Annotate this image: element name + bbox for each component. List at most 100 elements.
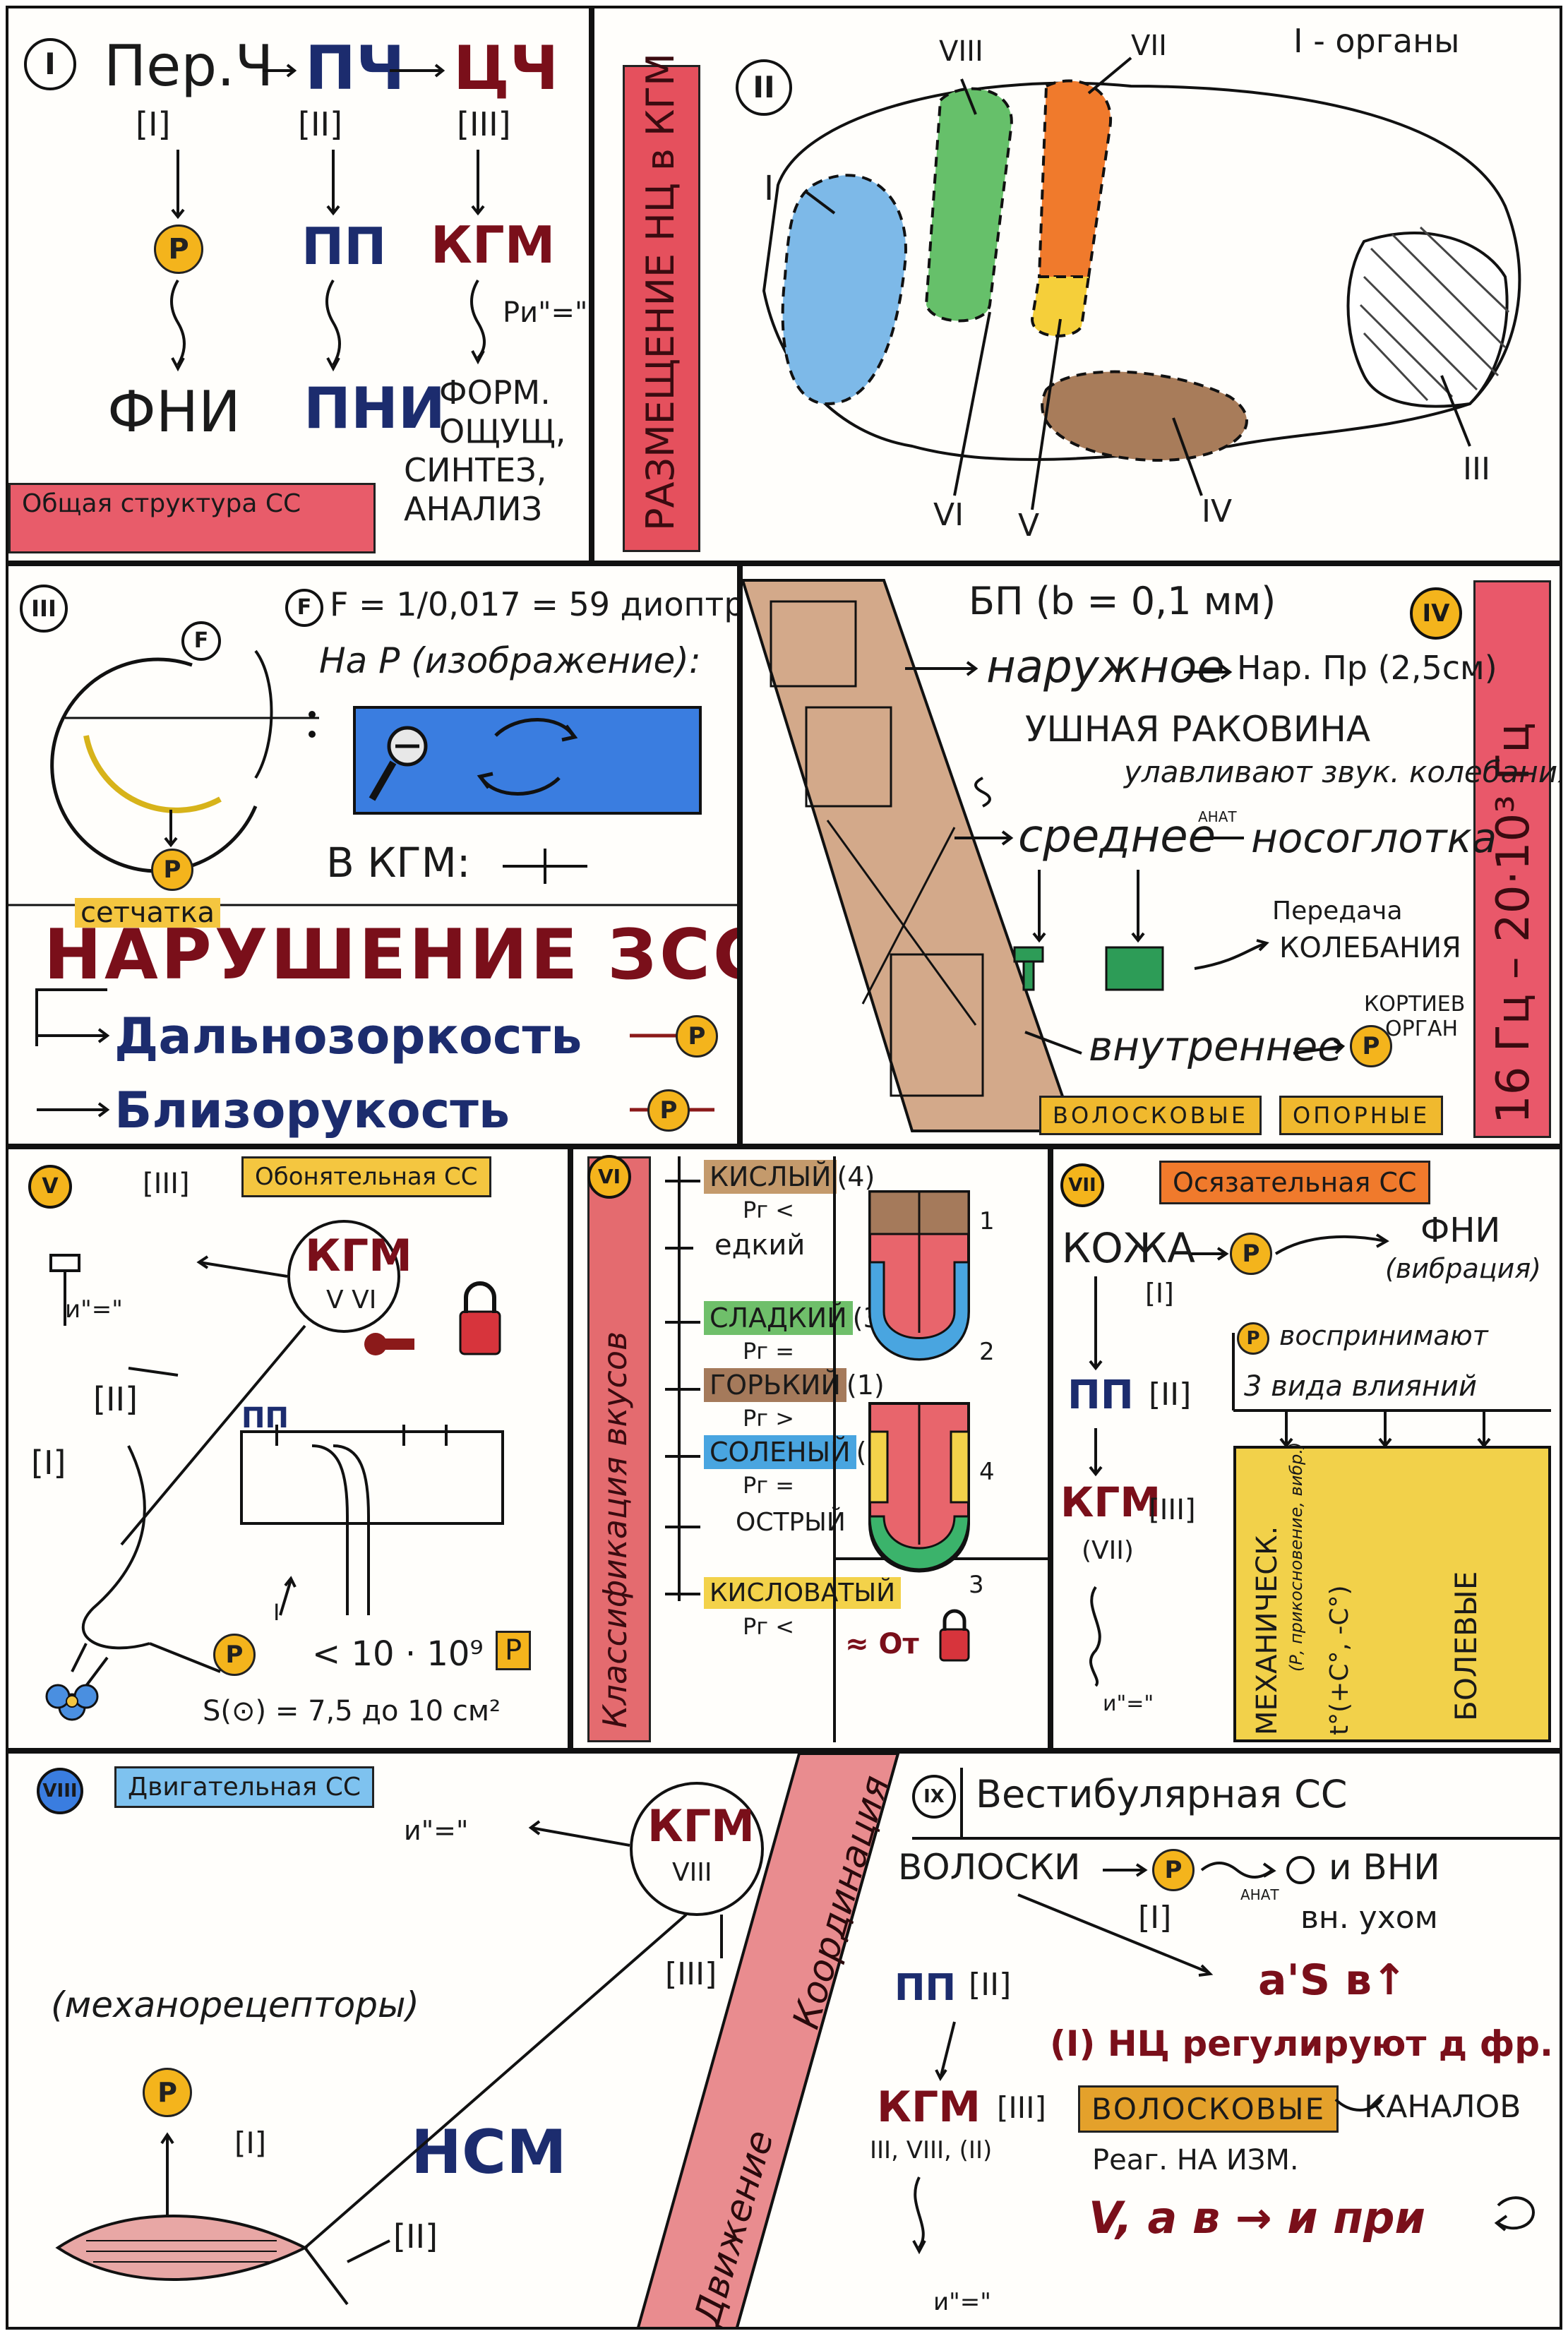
peripheral-part: Пер.Ч: [104, 33, 274, 99]
asb-label: a'S в↑: [1258, 1955, 1408, 2005]
kgm-label: КГМ: [431, 215, 556, 275]
form-text-4: АНАЛИЗ: [404, 490, 543, 528]
i-mark: I: [273, 1599, 280, 1626]
panel-hearing: 16 Гц – 20·10³ Гц IV БП (b = 0,1 мм) нар…: [740, 563, 1562, 1146]
panel-title: Осязательная СС: [1159, 1161, 1430, 1204]
taste-list: КИСЛЫЙ(4) Рг < едкий СЛАДКИЙ(3) Рг = ГОР…: [665, 1156, 1048, 1735]
anat-tag: АНАТ: [1198, 808, 1237, 825]
outer-ear: наружное: [986, 641, 1225, 693]
disorder-farsight: Дальнозоркость: [114, 1007, 582, 1065]
panel-nc-placement: РАЗМЕЩЕНИЕ НЦ в КГМ II I - органы I VIII…: [592, 6, 1562, 563]
panel-taste: Классификация вкусов VI КИСЛЫЙ(4) Рг < е…: [570, 1146, 1051, 1751]
panel-number: III: [20, 585, 68, 633]
kgm-label: КГМ: [877, 2083, 981, 2132]
inner-ear: внутреннее: [1089, 1022, 1343, 1070]
coord-stripe: [637, 1754, 900, 2327]
middle-ear: среднее: [1018, 810, 1216, 863]
level-3: [III]: [1149, 1494, 1196, 1526]
taste-sourish-name: КИСЛОВАТЫЙ: [704, 1577, 902, 1609]
label-V: V: [1018, 508, 1040, 544]
taste-sweet-sub: Рг =: [743, 1338, 795, 1365]
bp-label: БП (b = 0,1 мм): [969, 579, 1276, 623]
label-IV: IV: [1202, 493, 1233, 529]
inner-ear: вн. ухом: [1300, 1900, 1438, 1936]
taste-sharp: ОСТРЫЙ: [736, 1508, 846, 1537]
header-organs: I - органы: [1293, 22, 1460, 60]
kgm-label: КГМ: [305, 1230, 412, 1281]
panel-olfactory: V [III] Обонятельная СС КГМ V VI и"=" [I…: [6, 1146, 570, 1751]
level-2: [II]: [93, 1380, 138, 1418]
taste-bitter-name: ГОРЬКИЙ: [704, 1368, 846, 1402]
mechanoreceptors: (механорецепторы): [51, 1984, 419, 2025]
vestibular-receptor: P: [1152, 1849, 1195, 1891]
level-1: [I]: [136, 105, 171, 143]
pp-label: ПП: [241, 1402, 289, 1434]
pp-label: ПП: [894, 1967, 957, 2009]
level-2: [II]: [969, 1967, 1012, 2003]
support-cells: ОПОРНЫЕ: [1279, 1096, 1444, 1135]
taste-bitter-num: (1): [846, 1370, 885, 1401]
taste-sweet-name: СЛАДКИЙ: [704, 1301, 853, 1335]
level-1: [I]: [31, 1444, 66, 1482]
retina-label: сетчатка: [75, 898, 221, 928]
channels-label: КАНАЛОВ: [1364, 2089, 1521, 2125]
panel-title: Обонятельная СС: [241, 1156, 491, 1197]
kgm-sub: (VII): [1082, 1536, 1134, 1565]
perceive-receptor: P: [1237, 1322, 1269, 1355]
panel9: IX Вестибулярная СС ВОЛОСКИ P и ВНИ [I] …: [870, 1754, 1560, 2327]
u-label: и"=": [65, 1295, 123, 1324]
kgm-circle: [287, 1220, 400, 1333]
level-1: [I]: [1138, 1900, 1172, 1936]
panel-number: I: [24, 38, 76, 90]
taste-pungent: едкий: [714, 1229, 806, 1262]
form-text-1: ФОРМ.: [439, 373, 551, 412]
formula-text: F = 1/0,017 = 59 диоптрий: [330, 585, 737, 623]
transfer-1: Передача: [1272, 897, 1403, 926]
panel-motor: Координация Движение VIII Двигательная С…: [6, 1751, 1562, 2330]
hair-box: ВОЛОСКОВЫЕ: [1078, 2085, 1339, 2133]
transfer-2: КОЛЕБАНИЯ: [1279, 932, 1461, 964]
vni-label: и ВНИ: [1329, 1847, 1440, 1888]
focus-mark: F: [181, 621, 221, 661]
disorder-nearsight: Близорукость: [114, 1082, 510, 1139]
vestibular-arrows: [912, 1856, 1536, 2255]
fni-label: ФНИ: [107, 379, 241, 445]
panel8-title: Двигательная СС: [114, 1766, 375, 1808]
label-VIII: VIII: [939, 35, 983, 68]
panel-number: VII: [1060, 1163, 1104, 1207]
form-text-2: ОЩУЩ,: [439, 412, 566, 450]
level-3: [III]: [997, 2090, 1046, 2125]
conductive-part: ПЧ: [305, 33, 405, 104]
label-I: I: [764, 169, 774, 208]
panel9-frame: [912, 1768, 1560, 1840]
receptor-badge: P: [154, 224, 203, 274]
panel-number: VI: [587, 1155, 631, 1199]
panel-general-structure: I Пер.Ч ПЧ ЦЧ [I] [II] [III] P ПП КГМ Ри…: [6, 6, 592, 563]
panel-title: Общая структура СС: [8, 483, 376, 553]
u-label: и"=": [404, 1815, 469, 1846]
u-label: и"=": [1103, 1691, 1154, 1716]
hearing-arrows: [905, 661, 1346, 1055]
panel-number: IV: [1410, 587, 1462, 640]
central-part: ЦЧ: [453, 33, 559, 104]
formula-F: F: [285, 589, 323, 627]
auricle: УШНАЯ РАКОВИНА: [1025, 709, 1371, 750]
outer-canal: Нар. Пр (2,5см): [1237, 649, 1497, 687]
threshold: < 10 · 10⁹: [312, 1634, 484, 1674]
skin-label: КОЖА: [1062, 1224, 1195, 1272]
label-VII: VII: [1131, 30, 1167, 62]
corti-2: ОРГАН: [1385, 1017, 1459, 1041]
taste-salty-name: СОЛЕНЫЙ: [704, 1435, 856, 1469]
tongue-label-3: 3: [969, 1571, 984, 1599]
level-2: [II]: [1149, 1377, 1192, 1413]
level-3: [III]: [665, 1956, 717, 1992]
nearsight-receptor: P: [647, 1089, 690, 1132]
kgm-sub: V VI: [326, 1286, 377, 1314]
taste-bitter: ГОРЬКИЙ(1): [704, 1368, 885, 1402]
pp-label: ПП: [1067, 1372, 1134, 1418]
level-1: [I]: [1145, 1278, 1174, 1309]
kgm-label: КГМ: [1060, 1478, 1161, 1526]
panel-vision: III F F F = 1/0,017 = 59 диоптрий На P (…: [6, 563, 740, 1146]
kgm-sub: VIII: [672, 1858, 712, 1887]
hair-cells: ВОЛОСКОВЫЕ: [1039, 1096, 1262, 1135]
